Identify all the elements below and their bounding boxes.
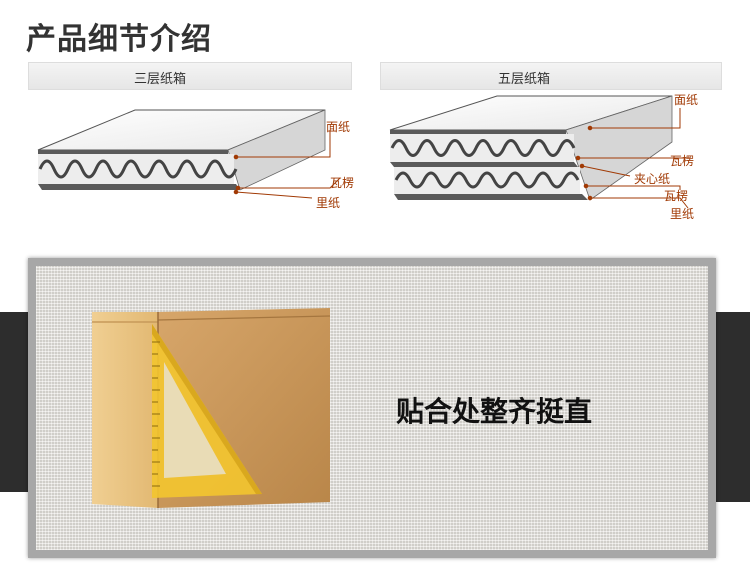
feature-tagline: 贴合处整齐挺直 [396,395,593,428]
five-middle-callout: 夹心纸 [634,172,671,186]
five-face-callout: 面纸 [674,93,699,107]
five-liner-callout: 里纸 [670,207,695,221]
five-flute-top-callout: 瓦楞 [670,154,695,168]
five-flute-bottom-callout: 瓦楞 [664,189,689,203]
five-layer-board [389,95,673,201]
five-layer-label: 五层纸箱 [498,72,551,87]
triangle-ruler-icon [152,324,262,498]
three-flute-callout: 瓦楞 [330,176,355,190]
five-layer-band [380,62,722,90]
three-face-callout: 面纸 [326,120,351,134]
cardboard-box-icon [92,308,331,508]
three-layer-band [28,62,352,90]
page-title: 产品细节介绍 [26,22,212,57]
three-layer-label: 三层纸箱 [134,72,187,87]
three-layer-board [37,109,326,191]
right-dark-bar [716,312,750,502]
corrugated-diagram [37,95,690,209]
three-liner-callout: 里纸 [316,196,341,210]
